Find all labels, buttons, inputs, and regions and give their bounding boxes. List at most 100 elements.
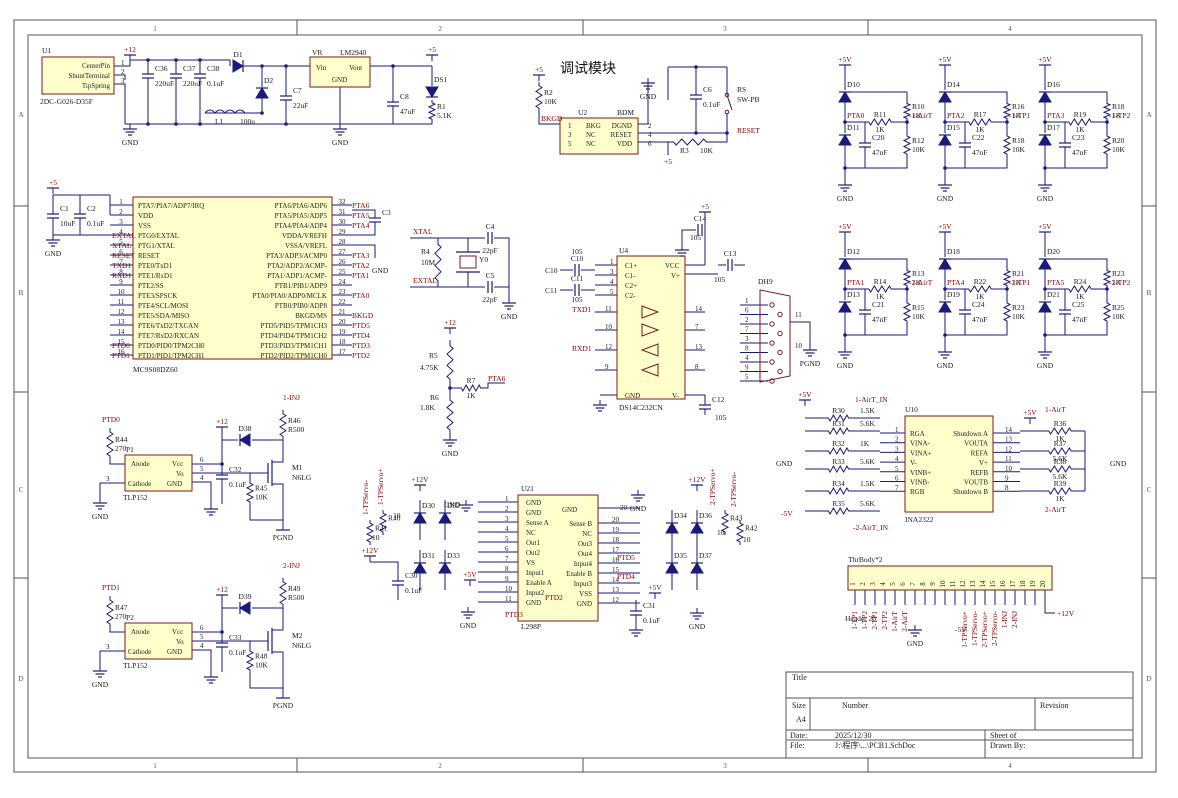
resistor [446,340,454,385]
resistor-ref: R37 [1054,439,1067,448]
resistor-value: 5.6K [860,499,875,508]
pin-number: 9 [119,278,123,286]
db9-pin [769,359,775,365]
resistor-zigzag [735,520,745,545]
diode-ref: D15 [947,123,960,132]
net-label: PTD2 [545,593,563,602]
zone-column-label: 1 [153,762,157,770]
pta-net-label: PTA1 [847,278,865,287]
pin-number: 24 [339,278,347,286]
diode-body [938,91,952,103]
diode-body [665,522,679,534]
resistor-value: 1K [912,111,922,120]
inj-net-label: 2-INJ [283,561,300,570]
capacitor [859,309,871,315]
u2-part: BDM [617,108,634,117]
ground-label: GND [1037,361,1054,370]
net-label: PTD2 [352,351,370,360]
u4-pin-name: C1- [625,272,636,280]
resistor-value: 10K [912,145,926,154]
resistor-value: 5.6K [1053,454,1068,463]
resistor [720,510,730,535]
diode [1038,258,1052,270]
power-label: +12 [444,318,456,327]
diode-body [838,258,852,270]
diode [425,86,439,98]
capacitor-ref: C7 [293,86,302,95]
resistor-ref: R16 [1012,102,1025,111]
wire [845,258,908,268]
mcu-pin-name: PTB0/PIB0/ADP8 [275,302,328,310]
ina-pin-name: VOUTA [964,440,988,448]
rs-part: SW-PB [737,95,760,104]
r6-ref: R6 [430,393,439,402]
resistor-zigzag [865,118,895,126]
pin-number: 7 [895,484,899,492]
resistor-zigzag [902,101,912,121]
wire [192,481,212,504]
pin-number: 7 [745,326,749,334]
resistor-value: 1K [1055,494,1065,503]
resistor [668,138,712,146]
opto-pin: Vo [176,470,184,478]
resistor [1002,133,1012,157]
resistor-value: 10K [1012,312,1026,321]
switch-lever [726,94,733,111]
resistor-zigzag [1002,300,1012,324]
power-label: +12 [216,417,228,426]
pin-number: 4 [200,642,204,650]
resistor-ref: R45 [255,484,268,493]
capacitor-value: 0.1uF [229,648,246,657]
pta-net-label: PTA0 [847,111,865,120]
l298-pin-name: GND [526,599,541,607]
pin-number: 10 [605,323,613,331]
ground-symbol [46,235,60,247]
net-label: PTD3 [352,341,370,350]
header-net-label: 1-AirT [890,611,899,632]
pin-number: 13 [969,580,977,588]
diode-ref: D33 [447,551,460,560]
resistor-zigzag [245,480,255,505]
wire [114,74,126,80]
mcu-pin-name: PTA1/ADP1/ACMP- [267,272,327,280]
y0-ref: Y0 [479,255,488,264]
ground-label: GND [907,639,924,648]
out-net-label: -2-TP2 [1109,278,1130,287]
net-label: PTD4 [352,331,370,340]
power-label: -5V [955,625,967,634]
resistor-value: 5.1K [437,111,452,120]
resistor-zigzag [1002,101,1012,121]
diode-ref: D38 [239,424,252,433]
mcu-pin-name: PTA2/ADP2/ACMP- [267,262,327,270]
diode-ref: D12 [847,247,860,256]
resistor-value: 1K [975,292,985,301]
resistor-value: 10K [1112,312,1126,321]
r3-ref: R3 [680,146,689,155]
u1-pin-label: CenterPin [82,62,110,70]
capacitor [487,232,493,244]
ground-symbol [631,490,645,502]
wire [681,229,696,245]
pin-number: 7 [119,258,123,266]
ground-label: GND [776,459,793,468]
wire [790,321,811,345]
power-label: +5 [535,65,543,74]
net-label: 2-AirT [1045,505,1066,514]
pin-number: 4 [648,131,652,139]
l1-value: 100u [240,117,255,126]
resistor-value: 1K [1012,278,1022,287]
header-net-label: 1-TP2 [860,611,869,630]
power-label: +5 [701,202,709,211]
receiver-buffer [640,363,659,377]
pin-number: 6 [119,248,123,256]
resistor [446,395,454,435]
zone-row-label: D [18,675,23,683]
zone-row-label: A [1146,111,1151,119]
pin-number: 12 [118,308,126,316]
net-label: EXTAL [112,231,136,240]
zone-column-label: 3 [723,762,727,770]
r3-value: 10K [700,146,714,155]
capacitor-ref: C31 [643,601,656,610]
resistor-ref: R39 [1054,479,1067,488]
u4-pin-name: GND [625,392,640,400]
